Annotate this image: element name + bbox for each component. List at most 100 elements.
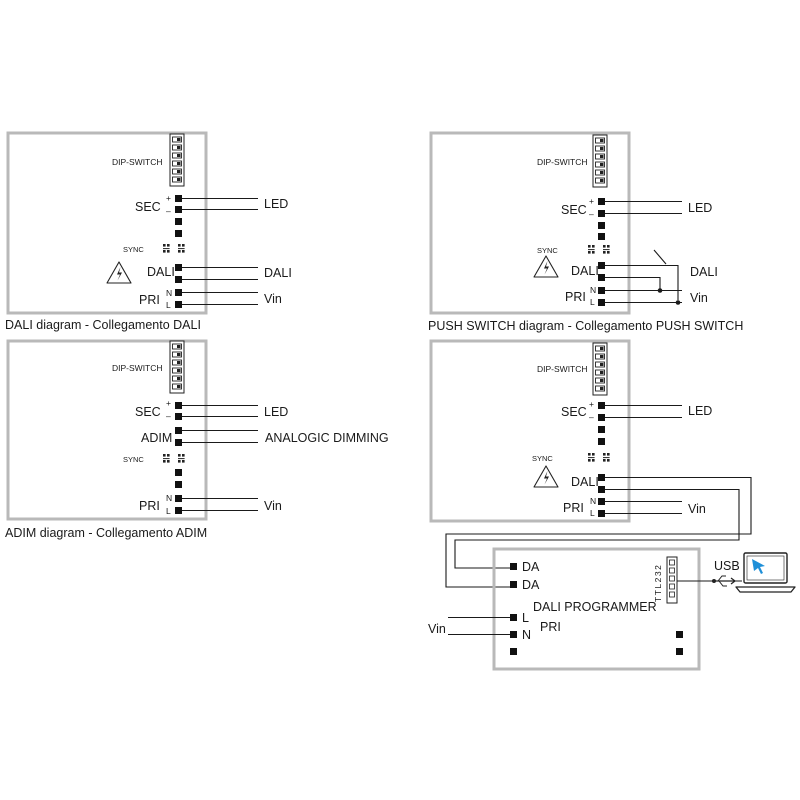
led-label: LED	[264, 197, 288, 211]
terminal	[676, 648, 683, 655]
push-switch-caption: PUSH SWITCH diagram - Collegamento PUSH …	[428, 319, 743, 333]
sync-jumper-icon	[177, 243, 186, 254]
dali-programmer-diagram: DIP-SWITCH SEC + – LED SYNC DALI PRI N L…	[428, 339, 796, 671]
sync-jumper-icon	[587, 452, 596, 463]
terminal	[175, 218, 182, 225]
ttl232-label: TTL232	[653, 564, 663, 602]
sync-jumper-icon	[162, 243, 171, 254]
terminal	[598, 414, 605, 421]
terminal	[175, 507, 182, 514]
adim-caption: ADIM diagram - Collegamento ADIM	[5, 526, 207, 540]
sec-label: SEC	[561, 405, 587, 419]
terminal	[175, 289, 182, 296]
n-label: N	[522, 628, 531, 642]
pri-label: PRI	[540, 620, 561, 634]
dali-diagram: DIP-SWITCH SEC + – LED SYNC DALI DALI PR…	[5, 131, 292, 332]
plus-label: +	[589, 399, 594, 409]
dip-switch-label: DIP-SWITCH	[537, 364, 588, 374]
programmer-title: DALI PROGRAMMER	[533, 600, 657, 614]
terminal	[598, 486, 605, 493]
warning-icon	[533, 255, 559, 278]
sync-label: SYNC	[123, 455, 144, 464]
terminal	[175, 301, 182, 308]
dali-right-label: DALI	[690, 265, 718, 279]
sync-jumper-icon	[587, 244, 596, 255]
sync-label: SYNC	[532, 454, 553, 463]
terminal	[598, 222, 605, 229]
minus-label: –	[166, 411, 171, 421]
terminal	[510, 631, 517, 638]
n-label: N	[166, 493, 172, 503]
driver-box	[429, 339, 631, 523]
dip-switch-label: DIP-SWITCH	[537, 157, 588, 167]
dali-left-label: DALI	[147, 265, 175, 279]
n-label: N	[166, 288, 172, 298]
dali-bus-wire	[445, 476, 752, 588]
sec-label: SEC	[135, 200, 161, 214]
warning-icon	[533, 465, 559, 488]
plus-label: +	[166, 193, 171, 203]
terminal	[175, 206, 182, 213]
push-switch-diagram: DIP-SWITCH SEC + – LED SYNC DALI DALI PR…	[428, 131, 743, 333]
l-label: L	[166, 506, 171, 516]
terminal	[598, 198, 605, 205]
sync-jumper-icon	[162, 453, 171, 464]
terminal	[598, 426, 605, 433]
dip-switch-icon	[169, 133, 185, 187]
dip-switch-icon	[592, 342, 608, 396]
vin-label: Vin	[264, 292, 282, 306]
programmer-box	[492, 547, 701, 671]
l-label: L	[166, 300, 171, 310]
pri-label: PRI	[563, 501, 584, 515]
terminal	[598, 210, 605, 217]
sync-label: SYNC	[123, 245, 144, 254]
terminal	[598, 233, 605, 240]
terminal	[175, 439, 182, 446]
plus-label: +	[166, 398, 171, 408]
terminal	[175, 402, 182, 409]
vin-label: Vin	[690, 291, 708, 305]
terminal	[175, 495, 182, 502]
adim-diagram: DIP-SWITCH SEC + – LED ADIM ANALOGIC DIM…	[5, 339, 389, 540]
terminal	[598, 287, 605, 294]
minus-label: –	[589, 209, 594, 219]
sync-jumper-icon	[177, 453, 186, 464]
usb-icon	[712, 575, 736, 587]
terminal	[676, 631, 683, 638]
vin-label: Vin	[428, 622, 446, 636]
terminal	[598, 510, 605, 517]
sync-jumper-icon	[602, 452, 611, 463]
sec-label: SEC	[561, 203, 587, 217]
n-label: N	[590, 496, 596, 506]
terminal	[598, 498, 605, 505]
terminal	[510, 614, 517, 621]
dali-caption: DALI diagram - Collegamento DALI	[5, 318, 201, 332]
push-switch-contact	[653, 249, 667, 265]
l-label: L	[590, 508, 595, 518]
sec-label: SEC	[135, 405, 161, 419]
terminal	[598, 438, 605, 445]
terminal	[510, 648, 517, 655]
terminal	[175, 276, 182, 283]
driver-box	[429, 131, 631, 315]
junction-dot	[675, 300, 681, 305]
n-label: N	[590, 285, 596, 295]
vin-label: Vin	[264, 499, 282, 513]
laptop-icon	[735, 552, 796, 593]
dip-switch-icon	[169, 340, 185, 394]
warning-icon	[106, 261, 132, 284]
l-label: L	[522, 611, 529, 625]
dali-right-label: DALI	[264, 266, 292, 280]
terminal	[175, 427, 182, 434]
terminal	[598, 402, 605, 409]
terminal	[510, 563, 517, 570]
terminal	[175, 481, 182, 488]
sync-jumper-icon	[602, 244, 611, 255]
dali-left-label: DALI	[571, 264, 599, 278]
pri-label: PRI	[565, 290, 586, 304]
terminal	[598, 299, 605, 306]
junction-dot	[657, 288, 663, 293]
dali-bus-wire	[454, 488, 740, 569]
vin-label: Vin	[688, 502, 706, 516]
